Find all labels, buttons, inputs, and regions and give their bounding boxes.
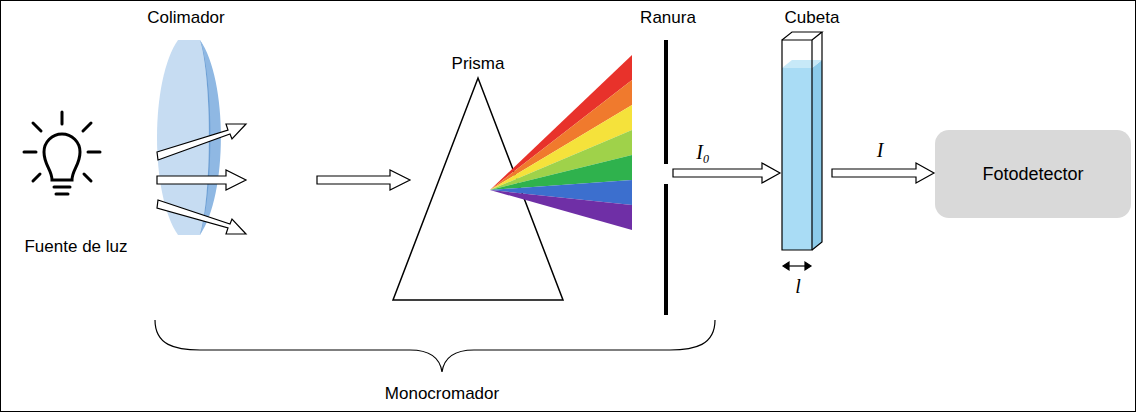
cuvette xyxy=(782,32,822,270)
spectrum-fan xyxy=(490,55,632,230)
light-bulb-icon xyxy=(24,112,100,194)
part-label: Fuente de luz xyxy=(24,237,127,257)
monochromator-bracket xyxy=(155,320,715,372)
detector-box: Fotodetector xyxy=(935,130,1131,218)
part-label: Ranura xyxy=(640,8,696,28)
part-label: Monocromador xyxy=(385,384,499,404)
intensity-symbol: I xyxy=(877,138,884,162)
part-label: Prisma xyxy=(452,54,505,74)
length-symbol: l xyxy=(795,274,801,298)
slit xyxy=(664,40,668,315)
detector-label: Fotodetector xyxy=(982,164,1083,185)
part-label: Cubeta xyxy=(785,8,840,28)
part-label: Colimador xyxy=(147,8,224,28)
intensity-symbol: I₀ xyxy=(696,140,710,164)
